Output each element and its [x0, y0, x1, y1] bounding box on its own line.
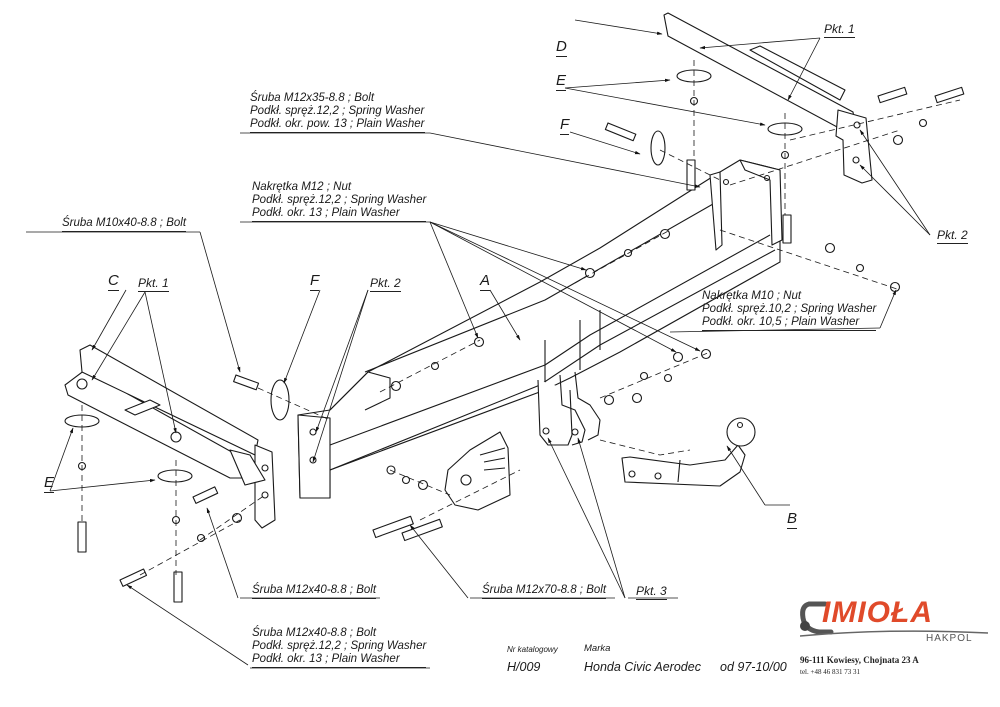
- note-line: Podkł. spręż.12,2 ; Spring Washer: [252, 640, 427, 652]
- point-label-pkt3: Pkt. 3: [636, 584, 667, 600]
- company-phone: tel. +48 46 831 73 31: [800, 668, 860, 676]
- note-bolt-m10x40: Śruba M10x40-8.8 ; Bolt: [62, 217, 187, 232]
- note-nut-m12: Nakrętka M12 ; Nut Podkł. spręż.12,2 ; S…: [252, 181, 427, 222]
- part-label-e-left: E: [44, 474, 55, 493]
- note-line: Podkł. okr. pow. 13 ; Plain Washer: [250, 118, 425, 133]
- note-line: Podkł. spręż.12,2 ; Spring Washer: [252, 194, 427, 206]
- point-label-pkt1-right: Pkt. 1: [824, 22, 855, 38]
- logo-wordmark: IMIOŁA: [822, 596, 933, 629]
- note-line: Śruba M12x40-8.8 ; Bolt: [252, 627, 377, 639]
- note-nut-m10: Nakrętka M10 ; Nut Podkł. spręż.10,2 ; S…: [702, 290, 877, 331]
- point-label-pkt2-right: Pkt. 2: [937, 228, 968, 244]
- brand-label: Marka: [584, 643, 611, 654]
- note-bolt-m12x35: Śruba M12x35-8.8 ; Bolt Podkł. spręż.12,…: [250, 92, 425, 133]
- tow-ball-b: [621, 417, 756, 487]
- part-label-a: A: [480, 272, 491, 291]
- note-line: Nakrętka M12 ; Nut: [252, 181, 352, 193]
- note-bolt-m12x70: Śruba M12x70-8.8 ; Bolt: [482, 584, 607, 599]
- note-bolt-m12x40-single: Śruba M12x40-8.8 ; Bolt: [252, 584, 377, 599]
- note-line: Śruba M12x40-8.8 ; Bolt: [252, 584, 377, 599]
- center-lines: [81, 60, 961, 576]
- part-label-d: D: [556, 38, 567, 57]
- brand-value: Honda Civic Aerodec: [584, 660, 701, 674]
- note-line: Podkł. okr. 10,5 ; Plain Washer: [702, 316, 877, 331]
- note-bolt-m12x40-set: Śruba M12x40-8.8 ; Bolt Podkł. spręż.12,…: [252, 627, 427, 668]
- catalog-number-value: H/009: [507, 660, 541, 674]
- leader-lines: [26, 19, 931, 669]
- note-line: Podkł. spręż.12,2 ; Spring Washer: [250, 105, 425, 117]
- production-date-value: od 97-10/00: [720, 660, 787, 674]
- bolts: [77, 86, 965, 603]
- note-line: Śruba M12x70-8.8 ; Bolt: [482, 584, 607, 599]
- bracket-d: [663, 12, 873, 184]
- point-label-pkt2-left: Pkt. 2: [370, 276, 401, 292]
- socket-plate: [444, 431, 511, 511]
- point-label-pkt1-left: Pkt. 1: [138, 276, 169, 292]
- part-label-e-right: E: [556, 72, 567, 91]
- catalog-number-label: Nr katalogowy: [507, 645, 558, 654]
- note-line: Podkł. okr. 13 ; Plain Washer: [252, 207, 427, 222]
- ball-mount-bracket: [537, 371, 601, 446]
- part-label-b: B: [787, 510, 798, 529]
- company-address: 96-111 Kowiesy, Chojnata 23 A: [800, 655, 919, 665]
- part-label-c: C: [108, 272, 119, 291]
- logo-swoosh: [800, 630, 989, 637]
- tow-hook-logo-icon: [800, 601, 834, 635]
- note-line: Śruba M12x35-8.8 ; Bolt: [250, 92, 375, 104]
- part-label-f-left: F: [310, 272, 320, 291]
- note-line: Nakrętka M10 ; Nut: [702, 290, 802, 302]
- note-line: Podkł. spręż.10,2 ; Spring Washer: [702, 303, 877, 315]
- note-line: Podkł. okr. 13 ; Plain Washer: [252, 653, 427, 668]
- logo-subtitle: HAKPOL: [926, 633, 973, 644]
- note-line: Śruba M10x40-8.8 ; Bolt: [62, 217, 187, 232]
- part-label-f-right: F: [560, 116, 570, 135]
- crossbar-a: [297, 159, 783, 499]
